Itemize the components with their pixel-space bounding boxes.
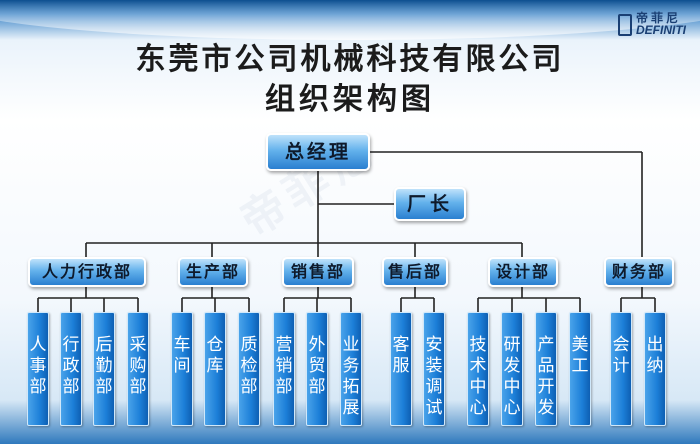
brand-logo: 帝菲尼 DEFINITI — [618, 11, 686, 37]
sub-unit-box: 后勤部 — [93, 312, 115, 426]
sub-unit-label: 安装调试 — [425, 335, 443, 418]
sub-unit-box: 美工 — [569, 312, 591, 426]
dept-finance: 财务部 — [604, 257, 674, 287]
dept-production: 生产部 — [178, 257, 248, 287]
dept-after-sales: 售后部 — [382, 257, 448, 287]
sub-unit-label: 仓库 — [206, 335, 224, 376]
dept-sales: 销售部 — [282, 257, 354, 287]
sub-unit-label: 研发中心 — [503, 335, 521, 418]
sub-unit-box: 产品开发 — [535, 312, 557, 426]
sub-unit-label: 营销部 — [275, 335, 293, 397]
sub-unit-box: 车间 — [171, 312, 193, 426]
sub-unit-box: 营销部 — [273, 312, 295, 426]
sub-unit-box: 技术中心 — [467, 312, 489, 426]
sub-unit-box: 出纳 — [644, 312, 666, 426]
sub-unit-label: 业务拓展 — [342, 335, 360, 418]
dept-hr-admin: 人力行政部 — [28, 257, 146, 287]
sub-unit-box: 质检部 — [238, 312, 260, 426]
sub-unit-label: 采购部 — [129, 335, 147, 397]
sub-unit-label: 技术中心 — [469, 335, 487, 418]
sub-unit-label: 行政部 — [62, 335, 80, 397]
sub-unit-box: 行政部 — [60, 312, 82, 426]
sub-unit-box: 采购部 — [127, 312, 149, 426]
sub-unit-label: 外贸部 — [308, 335, 326, 397]
sub-unit-label: 后勤部 — [95, 335, 113, 397]
logo-english-text: DEFINITI — [636, 23, 686, 37]
page-title-line1: 东莞市公司机械科技有限公司 — [135, 42, 565, 77]
dept-design: 设计部 — [488, 257, 558, 287]
factory-director-box: 厂长 — [394, 187, 466, 221]
sub-unit-box: 研发中心 — [501, 312, 523, 426]
logo-chinese-text: 帝菲尼 — [636, 11, 682, 25]
sub-unit-box: 人事部 — [27, 312, 49, 426]
sub-unit-label: 美工 — [571, 335, 589, 376]
sub-unit-label: 产品开发 — [537, 335, 555, 418]
sub-unit-box: 客服 — [390, 312, 412, 426]
page-title-line2: 组织架构图 — [265, 82, 435, 117]
sub-unit-box: 会计 — [610, 312, 632, 426]
sub-unit-label: 车间 — [173, 335, 191, 376]
sub-unit-box: 外贸部 — [306, 312, 328, 426]
sub-unit-box: 安装调试 — [423, 312, 445, 426]
sub-unit-box: 仓库 — [204, 312, 226, 426]
sub-unit-box: 业务拓展 — [340, 312, 362, 426]
sub-unit-label: 人事部 — [29, 335, 47, 397]
logo-mark-icon — [618, 14, 632, 36]
sub-unit-label: 质检部 — [240, 335, 258, 397]
sub-unit-label: 出纳 — [646, 335, 664, 376]
sub-unit-label: 会计 — [612, 335, 630, 376]
general-manager-box: 总经理 — [266, 133, 370, 171]
sub-unit-label: 客服 — [392, 335, 410, 376]
